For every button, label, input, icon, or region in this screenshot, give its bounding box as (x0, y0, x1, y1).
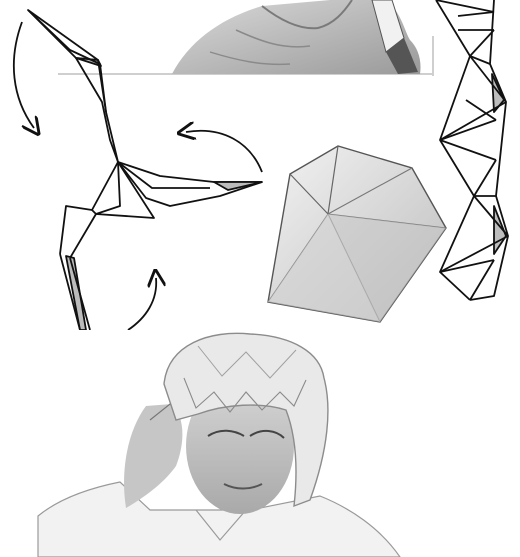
strip-diagram (436, 0, 508, 300)
person-photo (38, 330, 400, 557)
curved-arrow-icon (128, 278, 156, 330)
arrow-bottom (128, 278, 156, 330)
curved-arrow-icon (186, 131, 262, 172)
arrow-left (14, 22, 34, 128)
curved-arrow-icon (14, 22, 34, 128)
arrow-right (186, 131, 262, 172)
hand-photo (58, 0, 434, 76)
pentagon-photo (268, 146, 446, 322)
